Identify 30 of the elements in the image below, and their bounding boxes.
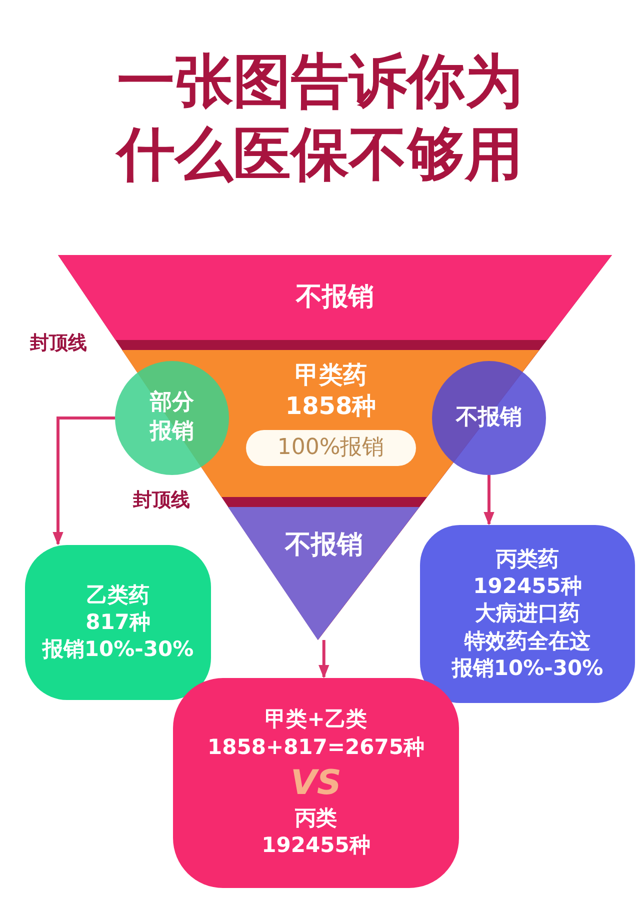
band-label: 甲类药 [294, 360, 367, 391]
rounded-box [25, 545, 211, 700]
circle-label: 部分报销 [148, 389, 195, 446]
box-text: 丙类 [295, 805, 337, 832]
cap-line-label: 封顶线 [133, 488, 190, 513]
pill-badge [246, 430, 416, 466]
arrow [318, 640, 330, 678]
box-text: 192455种 [473, 573, 582, 600]
band-label: 1858种 [285, 391, 376, 422]
vs-text: VS [290, 762, 342, 805]
pill-label: 100%报销 [277, 434, 384, 462]
box-text: 特效药全在这 [464, 628, 590, 655]
box-text: 大病进口药 [475, 600, 580, 628]
box-text: 甲类+乙类 [265, 706, 367, 734]
title: 一张图告诉你为什么医保不够用 [114, 46, 524, 190]
box-text: 192455种 [262, 832, 370, 860]
arrow [52, 416, 115, 546]
box-text: 1858+817=2675种 [208, 734, 424, 761]
band-label: 不报销 [296, 280, 374, 314]
rounded-box [420, 525, 635, 703]
box-text: 817种 [86, 608, 150, 636]
cap-line-label: 封顶线 [30, 331, 87, 356]
box-text: 乙类药 [86, 582, 150, 609]
box-text: 丙类药 [496, 546, 559, 573]
box-text: 报销10%-30% [452, 654, 604, 682]
rounded-box [173, 678, 459, 888]
band-label: 不报销 [284, 529, 363, 562]
arrow [484, 475, 494, 526]
box-text: 报销10%-30% [42, 636, 194, 664]
circle-label: 不报销 [456, 404, 522, 432]
